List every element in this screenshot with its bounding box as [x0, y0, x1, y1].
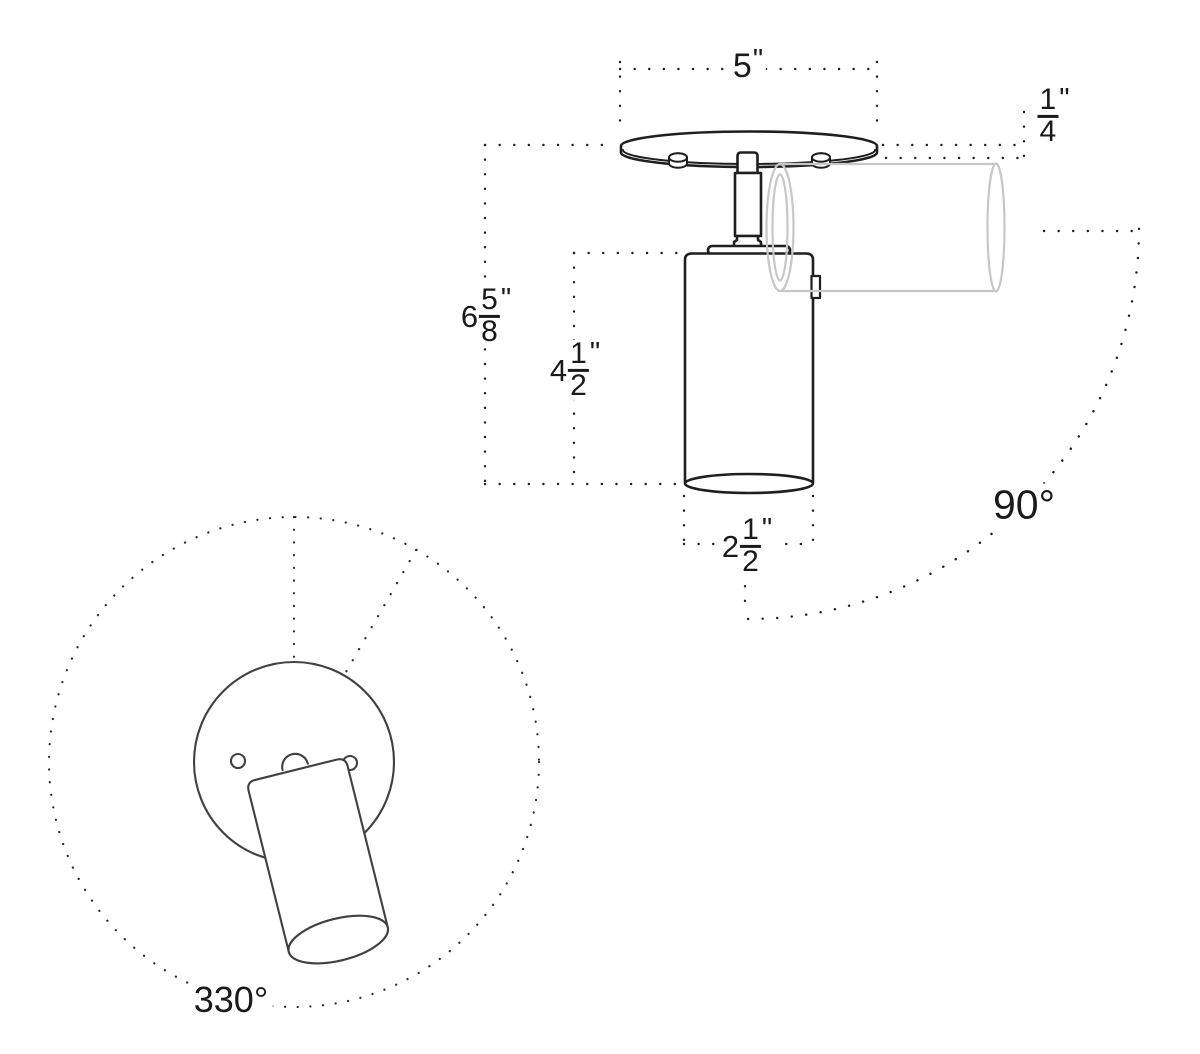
inch-mark: " — [1059, 82, 1070, 115]
rotation-angle-label: 330° — [188, 981, 274, 1019]
inch-mark: " — [752, 44, 764, 76]
canopy-screw-right-cap — [811, 152, 831, 163]
fraction: 1 2 — [740, 512, 761, 578]
fraction-numerator: 1 — [568, 336, 589, 372]
fraction-denominator: 2 — [742, 544, 759, 578]
fraction-numerator: 1 — [1037, 82, 1059, 118]
cylinder-lens-rim-plan — [287, 914, 390, 965]
canopy-screw-left-cap — [668, 152, 688, 163]
fraction-denominator: 8 — [481, 314, 498, 348]
stem-body — [733, 171, 763, 238]
fixture-front-view — [619, 130, 879, 495]
ghost-cylinder-end — [986, 162, 1006, 293]
switch-tab — [810, 274, 822, 300]
fraction: 1 4 — [1037, 82, 1059, 148]
dimension-body-diameter: 2 1 2 " — [718, 512, 776, 578]
inch-mark: " — [500, 282, 512, 315]
dimension-value: 2 — [721, 528, 740, 564]
inch-mark: " — [761, 512, 773, 545]
inch-mark: " — [589, 336, 601, 369]
fraction-denominator: 2 — [570, 368, 587, 402]
dimension-canopy-width: 5 " — [729, 44, 767, 85]
pivot-bump-plan — [281, 752, 309, 772]
ghost-cylinder-cap-inner — [771, 173, 789, 282]
fixture-plan-view — [192, 660, 396, 965]
fraction-denominator: 4 — [1039, 114, 1057, 148]
stem-nipple — [736, 151, 759, 175]
tilt-angle-label: 90° — [987, 483, 1061, 527]
ghost-tilted-cylinder — [765, 162, 1006, 293]
rotation-ray-30deg — [344, 548, 418, 674]
rotation-guides-plan — [47, 515, 541, 1009]
dimension-value: 4 — [549, 352, 568, 388]
fraction: 5 8 — [479, 282, 500, 348]
fraction-numerator: 5 — [479, 282, 500, 318]
dimension-value: 5 — [732, 47, 752, 85]
cylinder-plan-group — [247, 752, 390, 965]
cylinder-bottom-rim — [683, 472, 815, 495]
fraction: 1 2 — [568, 336, 589, 402]
screw-hole-left — [229, 752, 247, 770]
dimension-overall-height: 6 5 8 " — [457, 282, 515, 348]
dimension-body-height: 4 1 2 " — [546, 336, 604, 402]
rotation-circle-dotted — [47, 515, 541, 1009]
cylinder-body-plan — [247, 758, 389, 953]
cylinder-body-front — [683, 252, 815, 484]
dimension-canopy-thickness: 1 4 " — [1033, 82, 1073, 148]
fraction-numerator: 1 — [740, 512, 761, 548]
dimension-value: 6 — [460, 298, 479, 334]
